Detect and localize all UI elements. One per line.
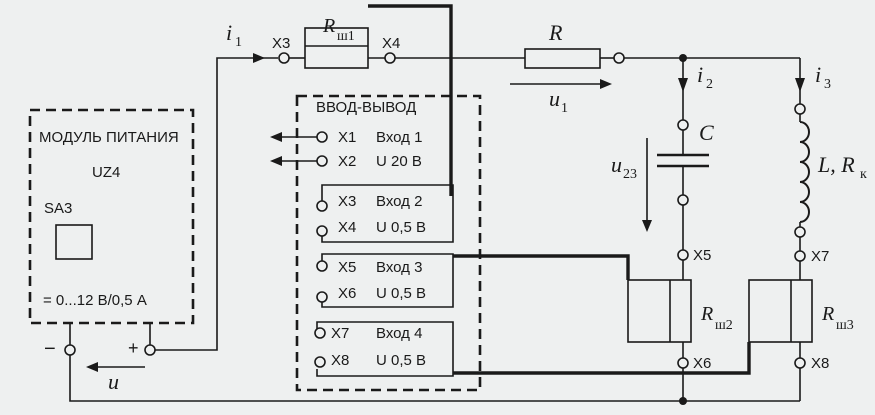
x7-label: X7 bbox=[811, 248, 829, 265]
rsh2-label: R bbox=[700, 303, 713, 325]
measure-wire-2 bbox=[368, 4, 453, 196]
l-top-terminal[interactable] bbox=[794, 103, 806, 115]
rsh2-sub: ш2 bbox=[715, 318, 733, 333]
rsh3-sub: ш3 bbox=[836, 318, 854, 333]
io-x7-text: Вход 4 bbox=[376, 325, 422, 342]
c-bottom-terminal[interactable] bbox=[677, 194, 689, 206]
rsh3-resistor bbox=[748, 279, 813, 343]
io-x8-text: U 0,5 В bbox=[376, 352, 426, 369]
voltage-arrow-icon bbox=[86, 362, 98, 372]
io-input-4-bracket bbox=[316, 321, 454, 377]
io-x7-terminal[interactable] bbox=[314, 327, 326, 339]
io-x8-label: X8 bbox=[331, 352, 349, 369]
power-module-box bbox=[28, 108, 195, 325]
plus-label: + bbox=[128, 338, 139, 358]
r-right-terminal[interactable] bbox=[613, 52, 625, 64]
io-x1-text: Вход 1 bbox=[376, 129, 422, 146]
measure-wire-3 bbox=[453, 254, 630, 280]
r-label: R bbox=[548, 20, 563, 45]
i1-arrow-icon bbox=[253, 53, 265, 63]
io-x2-terminal[interactable] bbox=[316, 155, 328, 167]
top-x4-terminal[interactable] bbox=[384, 52, 396, 64]
io-x5-label: X5 bbox=[338, 259, 356, 276]
inductor-coil-icon bbox=[799, 121, 810, 223]
io-x5-text: Вход 3 bbox=[376, 259, 422, 276]
voltage-label: u bbox=[108, 369, 119, 394]
io-x3-terminal[interactable] bbox=[316, 200, 328, 212]
l-bottom-terminal[interactable] bbox=[794, 226, 806, 238]
u23-sub: 23 bbox=[623, 167, 637, 182]
l-sub: к bbox=[860, 167, 867, 182]
i2-arrow-icon bbox=[678, 78, 688, 92]
x8-label: X8 bbox=[811, 355, 829, 372]
i3-arrow-icon bbox=[795, 78, 805, 92]
io-x6-text: U 0,5 В bbox=[376, 285, 426, 302]
io-x2-text: U 20 В bbox=[376, 153, 422, 170]
minus-terminal[interactable] bbox=[64, 344, 76, 356]
u23-label: u bbox=[611, 152, 622, 177]
io-input-2-bracket bbox=[321, 184, 454, 243]
i3-label: i bbox=[815, 62, 821, 87]
io-module-title: ВВОД-ВЫВОД bbox=[316, 99, 416, 116]
x2-out-arrow-icon bbox=[270, 156, 282, 166]
x8-terminal[interactable] bbox=[794, 357, 806, 369]
return-wire bbox=[69, 355, 800, 402]
u1-arrow-icon bbox=[600, 79, 612, 89]
supply-wire bbox=[155, 57, 278, 351]
io-x1-terminal[interactable] bbox=[316, 131, 328, 143]
rsh1-resistor bbox=[304, 27, 369, 69]
io-x2-label: X2 bbox=[338, 153, 356, 170]
io-x6-terminal[interactable] bbox=[316, 291, 328, 303]
minus-label: − bbox=[44, 338, 56, 360]
measure-wire-4 bbox=[453, 342, 751, 375]
x1-out-arrow-icon bbox=[270, 132, 282, 142]
io-input-3-bracket bbox=[321, 253, 454, 308]
switch-label: SA3 bbox=[44, 200, 72, 217]
r-resistor bbox=[524, 48, 601, 69]
rsh2-resistor bbox=[627, 279, 692, 343]
rsh1-label: R bbox=[322, 15, 335, 37]
rsh3-label: R bbox=[821, 303, 834, 325]
io-x4-text: U 0,5 В bbox=[376, 219, 426, 236]
c-label: C bbox=[699, 120, 714, 145]
io-x3-text: Вход 2 bbox=[376, 193, 422, 210]
io-module-box bbox=[295, 94, 482, 392]
x6-label: X6 bbox=[693, 355, 711, 372]
io-x1-label: X1 bbox=[338, 129, 356, 146]
x5-terminal[interactable] bbox=[677, 249, 689, 261]
power-module-title: МОДУЛЬ ПИТАНИЯ bbox=[39, 129, 179, 146]
i2-sub: 2 bbox=[706, 77, 713, 92]
io-x4-terminal[interactable] bbox=[316, 225, 328, 237]
i1-label: i bbox=[226, 20, 232, 45]
io-x7-label: X7 bbox=[331, 325, 349, 342]
io-x8-terminal[interactable] bbox=[314, 356, 326, 368]
io-x3-label: X3 bbox=[338, 193, 356, 210]
x5-label: X5 bbox=[693, 247, 711, 264]
top-x4-label: X4 bbox=[382, 35, 400, 52]
c-top-terminal[interactable] bbox=[677, 119, 689, 131]
l-label: L, R bbox=[817, 152, 855, 177]
plus-terminal[interactable] bbox=[144, 344, 156, 356]
x6-terminal[interactable] bbox=[677, 357, 689, 369]
power-rating: = 0...12 В/0,5 А bbox=[43, 292, 147, 309]
i2-label: i bbox=[697, 62, 703, 87]
rsh1-sub: ш1 bbox=[337, 29, 355, 44]
io-x6-label: X6 bbox=[338, 285, 356, 302]
io-x5-terminal[interactable] bbox=[316, 260, 328, 272]
x7-terminal[interactable] bbox=[794, 250, 806, 262]
power-device-label: UZ4 bbox=[92, 164, 120, 181]
top-x3-label: X3 bbox=[272, 35, 290, 52]
switch-icon[interactable] bbox=[55, 224, 93, 260]
i3-sub: 3 bbox=[824, 77, 831, 92]
top-x3-terminal[interactable] bbox=[278, 52, 290, 64]
u1-sub: 1 bbox=[561, 101, 568, 116]
u23-arrow-icon bbox=[642, 220, 652, 232]
u1-label: u bbox=[549, 86, 560, 111]
io-x4-label: X4 bbox=[338, 219, 356, 236]
i1-sub: 1 bbox=[235, 35, 242, 50]
